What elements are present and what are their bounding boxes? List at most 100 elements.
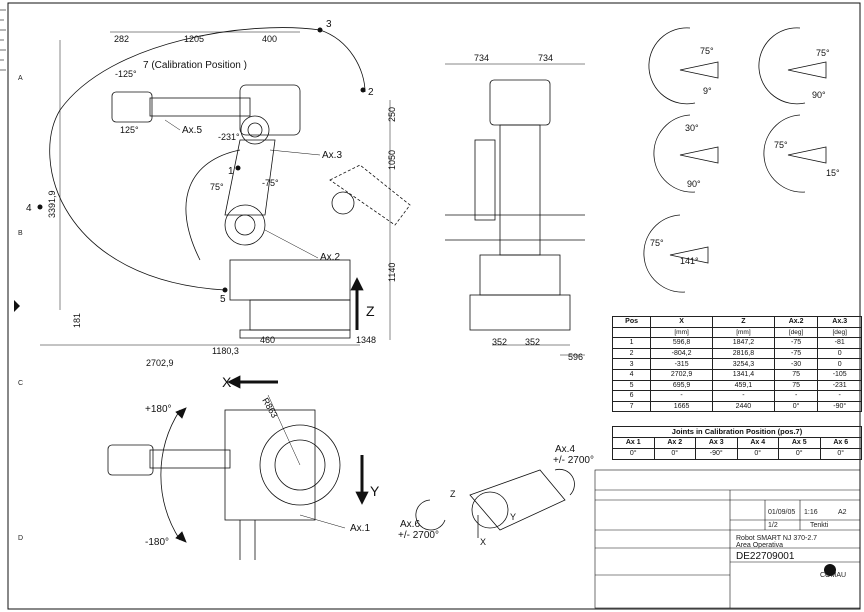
table-cell: -315	[650, 358, 713, 370]
table-cell: 3254,3	[712, 358, 775, 370]
table-cell: 0°	[773, 400, 819, 413]
table-cell: 2702,9	[650, 368, 713, 381]
table-cell: 4	[611, 368, 652, 381]
calibration-table-caption: Joints in Calibration Position (pos.7)	[612, 426, 862, 438]
range-5-label-a: 75°	[650, 238, 664, 248]
angle-minus-231: -231°	[218, 132, 240, 142]
point-4-label: 4	[26, 203, 32, 214]
top-angle-minus-180: -180°	[145, 537, 169, 548]
wrist-ax6-label: Ax.6	[400, 519, 420, 530]
cal-col: Ax 6	[819, 437, 862, 449]
top-angle-plus-180: +180°	[145, 404, 172, 415]
table-cell: 2	[611, 347, 652, 360]
table-cell: 2440	[712, 400, 775, 413]
table-cell: -30	[773, 358, 819, 370]
cal-col: Ax 5	[778, 437, 821, 449]
envelope-inner-arc	[185, 149, 241, 261]
dim-400: 400	[262, 34, 277, 44]
front-dim-596: 596	[568, 352, 583, 362]
table-cell: 3	[611, 358, 652, 370]
position-table: Pos X Z Ax.2 Ax.3 [mm] [mm] [deg] [deg] …	[611, 316, 862, 413]
top-x-label: X	[222, 374, 232, 390]
table-cell: -90°	[817, 400, 862, 413]
table-cell: -	[773, 390, 819, 402]
cal-col: Ax 4	[736, 437, 779, 449]
wrist-view	[415, 468, 575, 538]
col-z: Z	[712, 316, 775, 328]
table-cell: 2816,8	[712, 347, 775, 360]
radius-r863: R863	[260, 396, 279, 420]
tb-company: COMAU	[820, 572, 846, 579]
tb-page: 1/2	[768, 522, 778, 529]
cal-col: Ax 2	[653, 437, 696, 449]
tb-subtitle: Area Operativa	[736, 542, 783, 549]
angle-125: 125°	[120, 125, 139, 135]
unit-cell: [mm]	[650, 326, 713, 339]
table-cell: 0	[817, 347, 862, 360]
cal-col: Ax 1	[612, 437, 655, 449]
dim-1180: 1180,3	[212, 346, 239, 356]
calibration-position-label: 7 (Calibration Position )	[143, 60, 247, 71]
tb-date: 01/09/05	[768, 509, 795, 516]
unit-row: [mm] [mm] [deg] [deg]	[611, 326, 862, 339]
tb-author: Tenkti	[810, 522, 829, 529]
dim-250: 250	[387, 107, 397, 122]
tb-scale: 1:16	[804, 509, 818, 516]
wrist-ax4-range: +/- 2700°	[553, 455, 594, 466]
unit-cell: [deg]	[773, 326, 819, 339]
cal-value: -90°	[695, 448, 738, 460]
company-logo-icon	[824, 564, 836, 576]
dim-1050: 1050	[387, 150, 397, 170]
point-3-label: 3	[326, 19, 332, 30]
cal-value: 0°	[736, 448, 779, 460]
border-letter-a: A	[18, 75, 23, 82]
tb-product: Robot SMART NJ 370-2.7	[736, 535, 817, 542]
top-y-label: Y	[370, 483, 380, 499]
table-cell: 695,9	[650, 379, 713, 392]
table-cell: -75	[773, 337, 819, 349]
angle-minus-75: -75°	[262, 178, 279, 188]
table-cell: 1	[611, 337, 652, 349]
cal-value: 0°	[778, 448, 821, 460]
wrist-z-label: Z	[450, 489, 456, 499]
table-cell: 596,8	[650, 337, 713, 349]
front-dim-734-left: 734	[474, 53, 489, 63]
col-x: X	[650, 316, 713, 328]
unit-cell	[611, 326, 652, 339]
angle-minus-125: -125°	[115, 69, 137, 79]
point-5-label: 5	[220, 294, 226, 305]
unit-cell: [deg]	[817, 326, 862, 339]
table-cell: -105	[817, 368, 862, 381]
calibration-header-row: Ax 1 Ax 2 Ax 3 Ax 4 Ax 5 Ax 6	[612, 437, 862, 449]
range-5-label-b: 141°	[680, 256, 699, 266]
range-4-label-b: 15°	[826, 168, 840, 178]
point-2-label: 2	[368, 87, 374, 98]
front-dim-734-right: 734	[538, 53, 553, 63]
range-3-label-a: 30°	[685, 123, 699, 133]
table-cell: 75	[773, 368, 819, 381]
border-letter-b: B	[18, 230, 23, 237]
wrist-y-label: Y	[510, 512, 516, 522]
range-4-label-a: 75°	[774, 140, 788, 150]
dim-1205: 1205	[184, 34, 204, 44]
wrist-ax4-label: Ax.4	[555, 444, 575, 455]
dim-460: 460	[260, 335, 275, 345]
border-letter-d: D	[18, 535, 23, 542]
dim-1140: 1140	[387, 263, 397, 282]
tb-drawing-no: DE22709001	[736, 551, 795, 562]
table-cell: 75	[773, 379, 819, 392]
angle-75: 75°	[210, 182, 224, 192]
z-axis-label: Z	[366, 303, 375, 319]
range-1-label-b: 9°	[703, 86, 712, 96]
ax5-label: Ax.5	[182, 125, 202, 136]
cal-value: 0°	[819, 448, 862, 460]
table-cell: 1341,4	[712, 368, 775, 381]
point-1-label: 1	[228, 166, 234, 177]
border-letter-c: C	[18, 380, 23, 387]
table-cell: 7	[611, 400, 652, 413]
title-block	[594, 469, 861, 609]
